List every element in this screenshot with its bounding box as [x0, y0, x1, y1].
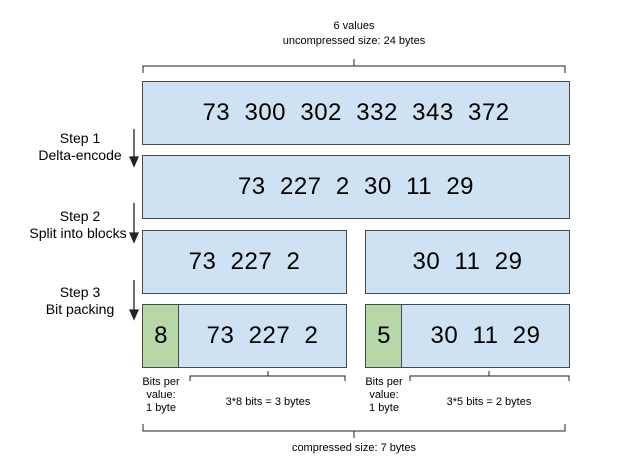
step1-name: Delta-encode [38, 147, 122, 163]
block1-box: 73 227 2 [142, 230, 347, 294]
block1-bitwidth-box: 8 [142, 304, 180, 368]
values-count-label: 6 values [333, 20, 375, 32]
uncompressed-size-label: uncompressed size: 24 bytes [282, 35, 426, 47]
block2-bitwidth: 5 [377, 322, 391, 349]
block1-packed-values: 73 227 2 [206, 322, 319, 349]
block1-size-label: 3*8 bits = 3 bytes [225, 396, 311, 408]
bottom-brace [142, 424, 566, 438]
compressed-size-label: compressed size: 7 bytes [291, 442, 417, 454]
block2-size-brace [409, 371, 570, 381]
block1-packed-box: 73 227 2 [178, 304, 347, 368]
block2-box: 30 11 29 [365, 230, 570, 294]
step3-name: Bit packing [45, 301, 115, 317]
step1-title: Step 1 [59, 130, 101, 146]
step2-name: Split into blocks [29, 225, 127, 241]
block1-bitwidth: 8 [154, 322, 168, 349]
block1-size-brace [189, 371, 346, 381]
block1-values: 73 227 2 [188, 248, 301, 275]
block1-bits-per-value-label: Bits per value: 1 byte [142, 376, 180, 414]
block2-size-label: 3*5 bits = 2 bytes [446, 396, 532, 408]
original-values-box: 73 300 302 332 343 372 [142, 81, 570, 145]
block2-bitwidth-box: 5 [365, 304, 403, 368]
block2-bits-per-value-label: Bits per value: 1 byte [365, 376, 403, 414]
block2-packed-values: 30 11 29 [430, 322, 541, 349]
step2-title: Step 2 [59, 208, 101, 224]
top-brace [142, 59, 566, 73]
block2-packed-box: 30 11 29 [401, 304, 570, 368]
delta-values: 73 227 2 30 11 29 [237, 173, 475, 200]
step3-title: Step 3 [59, 284, 101, 300]
block2-values: 30 11 29 [412, 248, 523, 275]
original-values: 73 300 302 332 343 372 [202, 99, 510, 126]
delta-values-box: 73 227 2 30 11 29 [142, 155, 570, 219]
